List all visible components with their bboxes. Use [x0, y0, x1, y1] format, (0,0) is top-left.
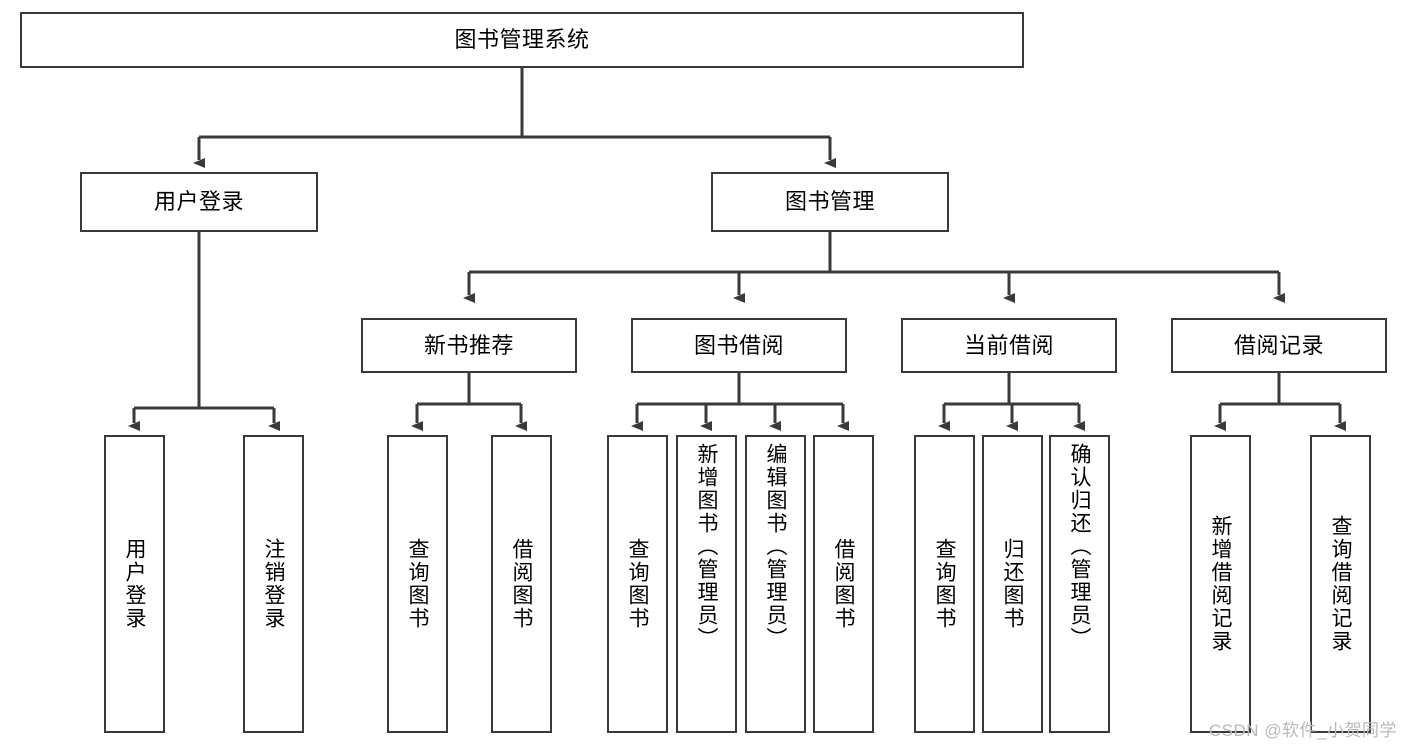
- node-book-borrow[interactable]: 图书借阅: [631, 318, 847, 373]
- leaf-book-borrow-edit-book-admin[interactable]: 编辑图书（管理员）: [745, 435, 806, 733]
- node-label: 归还图书: [1001, 538, 1024, 630]
- node-label: 图书管理系统: [454, 27, 590, 53]
- node-label: 当前借阅: [963, 332, 1054, 358]
- node-label: 图书管理: [784, 189, 875, 215]
- node-root-book-management-system[interactable]: 图书管理系统: [20, 12, 1024, 68]
- node-label: 查询借阅记录: [1329, 515, 1352, 653]
- node-new-book-recommend[interactable]: 新书推荐: [361, 318, 577, 373]
- leaf-borrow-record-add-record[interactable]: 新增借阅记录: [1190, 435, 1251, 733]
- node-label: 借阅记录: [1233, 332, 1324, 358]
- csdn-watermark: CSDN @软件_小贺同学: [1208, 721, 1397, 740]
- leaf-new-book-query-book[interactable]: 查询图书: [387, 435, 448, 733]
- leaf-borrow-record-query-record[interactable]: 查询借阅记录: [1310, 435, 1371, 733]
- node-label: 编辑图书（管理员）: [764, 443, 787, 650]
- leaf-current-borrow-query-book[interactable]: 查询图书: [914, 435, 975, 733]
- leaf-current-borrow-confirm-return-admin[interactable]: 确认归还（管理员）: [1049, 435, 1110, 733]
- leaf-new-book-borrow-book[interactable]: 借阅图书: [491, 435, 552, 733]
- node-label: 借阅图书: [832, 538, 855, 630]
- node-label: 借阅图书: [510, 538, 533, 630]
- leaf-book-borrow-add-book-admin[interactable]: 新增图书（管理员）: [676, 435, 737, 733]
- leaf-user-login-sign-out[interactable]: 注销登录: [243, 435, 304, 733]
- node-label: 确认归还（管理员）: [1068, 443, 1091, 650]
- node-user-login[interactable]: 用户登录: [80, 172, 318, 232]
- leaf-user-login-sign-in[interactable]: 用户登录: [104, 435, 165, 733]
- node-current-borrow[interactable]: 当前借阅: [901, 318, 1117, 373]
- node-label: 查询图书: [626, 538, 649, 630]
- node-label: 用户登录: [123, 538, 146, 630]
- node-label: 图书借阅: [693, 332, 784, 358]
- node-label: 新书推荐: [423, 332, 514, 358]
- node-label: 新增借阅记录: [1209, 515, 1232, 653]
- node-label: 查询图书: [933, 538, 956, 630]
- leaf-book-borrow-query-book[interactable]: 查询图书: [607, 435, 668, 733]
- leaf-book-borrow-borrow-book[interactable]: 借阅图书: [813, 435, 874, 733]
- node-label: 新增图书（管理员）: [695, 443, 718, 650]
- leaf-current-borrow-return-book[interactable]: 归还图书: [982, 435, 1043, 733]
- node-label: 查询图书: [406, 538, 429, 630]
- node-label: 注销登录: [262, 538, 285, 630]
- node-book-management[interactable]: 图书管理: [711, 172, 949, 232]
- node-label: 用户登录: [153, 189, 244, 215]
- node-borrow-record[interactable]: 借阅记录: [1171, 318, 1387, 373]
